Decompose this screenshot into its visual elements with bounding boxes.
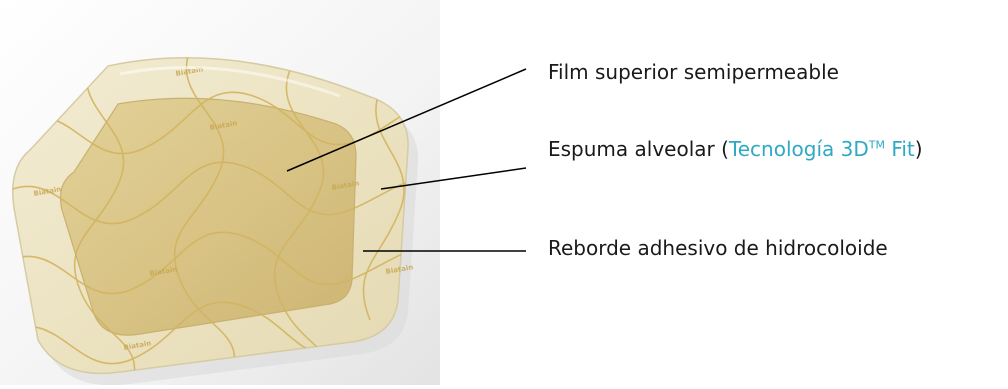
callout-foam-prefix: Espuma alveolar ( — [548, 137, 729, 161]
callout-film-text: Film superior semipermeable — [548, 60, 839, 84]
technology-suffix: Fit — [885, 137, 915, 161]
foam-pad — [61, 98, 357, 335]
callout-film-label: Film superior semipermeable — [548, 60, 839, 84]
trademark-mark: TM — [869, 138, 885, 151]
technology-text: Tecnología 3D — [729, 137, 869, 161]
technology-name: Tecnología 3DTM Fit — [729, 137, 915, 161]
callout-foam-label: Espuma alveolar (Tecnología 3DTM Fit) — [548, 137, 923, 161]
callout-border-text: Reborde adhesivo de hidrocoloide — [548, 236, 888, 260]
callout-foam-suffix: ) — [915, 137, 923, 161]
callout-border-label: Reborde adhesivo de hidrocoloide — [548, 236, 888, 260]
dressing-photo: Biatain Biatain Biatain Biatain Biatain … — [0, 0, 440, 385]
